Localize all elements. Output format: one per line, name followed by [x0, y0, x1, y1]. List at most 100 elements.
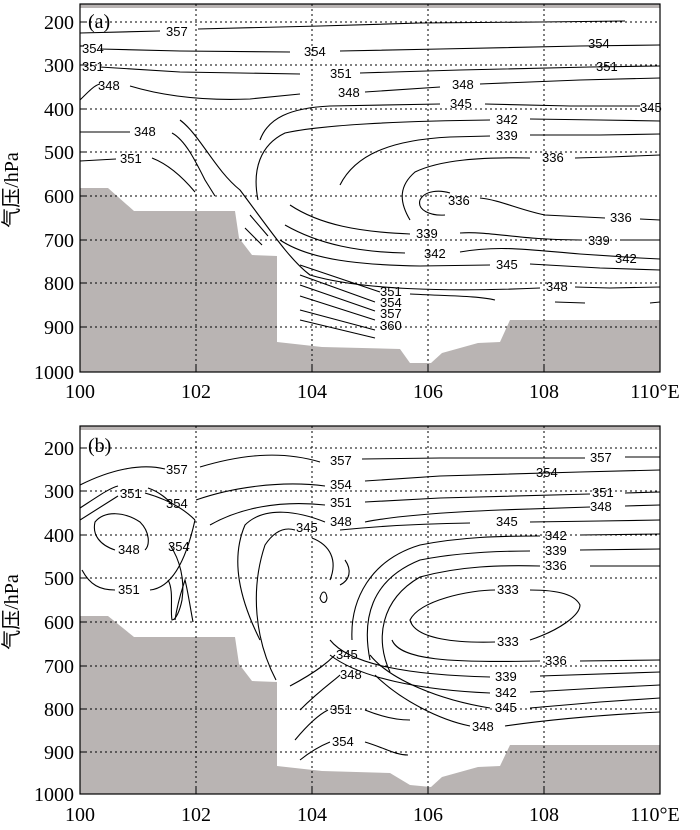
panel-a-label-342: 342	[496, 112, 518, 127]
panel-a-xtick-102: 102	[181, 381, 211, 403]
panel-a-label-357: 357	[166, 24, 188, 39]
panel-a-label-351-left: 351	[82, 59, 104, 74]
panel-a-label-348-c: 348	[452, 77, 474, 92]
panel-a-ytick-800: 800	[44, 273, 74, 295]
panel-b-ytick-900: 900	[44, 742, 74, 764]
panel-b-contour-333	[409, 589, 581, 643]
panel-b-label-357-b: 357	[330, 453, 352, 468]
panel-a-contour-354	[99, 44, 660, 53]
panel-b-xtick-100: 100	[65, 804, 95, 826]
panel-b-xtick-102: 102	[181, 804, 211, 826]
panel-a-label-351-right: 351	[596, 59, 618, 74]
panel-b-frame	[79, 425, 661, 795]
panel-b-label-354-c: 354	[166, 496, 188, 511]
panel-a-ytick-300: 300	[44, 55, 74, 77]
panel-a-x-axis	[195, 366, 545, 372]
panel-a-contour-336-inner	[419, 190, 660, 221]
panel-a-y-axis	[80, 21, 86, 328]
panel-a-label: (a)	[88, 11, 110, 33]
panel-a-ytick-400: 400	[44, 99, 74, 121]
panel-a-label-360: 360	[380, 318, 402, 333]
panel-a-contour-345	[259, 103, 640, 141]
panel-b-contour-342-low	[329, 654, 660, 694]
panel-b-label-339-b: 339	[495, 669, 517, 684]
panel-b-label-351-e: 351	[330, 702, 352, 717]
panel-a-label-345-right: 345	[640, 100, 662, 115]
panel-a-xtick-104: 104	[297, 381, 327, 403]
panel-a-label-351-e: 351	[380, 284, 402, 299]
panel-a-contour-339	[339, 133, 660, 186]
panel-b-label-348: 348	[330, 514, 352, 529]
panel-b-ytick-1000: 1000	[34, 784, 74, 806]
panel-b-label-351: 351	[120, 486, 142, 501]
panel-b-label-336-b: 336	[545, 653, 567, 668]
panel-b-contour-mid	[311, 537, 350, 586]
panel-a-contour-339-lower	[289, 204, 660, 241]
panel-a-grid	[80, 4, 660, 372]
panel-a-xtick-110: 110°E	[630, 381, 679, 403]
panel-b-label-342-b: 342	[495, 685, 517, 700]
panel-a-label-348-b: 348	[338, 85, 360, 100]
panel-b-label-348-e: 348	[118, 542, 140, 557]
panel-b-label-354-d: 354	[168, 539, 190, 554]
panel-a-ylabel: 气压/hPa	[0, 152, 23, 228]
panel-a-label-339: 339	[496, 128, 518, 143]
panel-b-ytick-800: 800	[44, 699, 74, 721]
panel-a-xtick-108: 108	[529, 381, 559, 403]
panel-a-xtick-106: 106	[413, 381, 443, 403]
panel-b-label-348-d: 348	[472, 719, 494, 734]
panel-a-top-strip	[80, 4, 660, 8]
panel-a-contour-342-lower	[284, 224, 660, 260]
panel-b-label-357-c: 357	[590, 450, 612, 465]
panel-a-contour-labels: 357 354 354 354 351 351 351 348 348 348 …	[82, 24, 662, 333]
panel-a: 357 354 354 354 351 351 351 348 348 348 …	[0, 3, 680, 403]
panel-b-label-348-b: 348	[590, 499, 612, 514]
panel-a-label-342-b: 342	[424, 246, 446, 261]
panel-a-contour-351-mid	[244, 214, 381, 293]
panel-a-label-345: 345	[450, 96, 472, 111]
panel-a-contour-345-lower	[279, 239, 660, 271]
panel-b-contour-351	[80, 491, 660, 526]
panel-a-contour-357	[80, 20, 626, 34]
panel-a-xtick-100: 100	[65, 381, 95, 403]
panel-a-ytick-900: 900	[44, 317, 74, 339]
panel-b-contour-357	[80, 454, 660, 486]
panel-a-label-336-b: 336	[448, 193, 470, 208]
panel-a-frame	[79, 3, 661, 373]
panel-b-label-348-c: 348	[340, 667, 362, 682]
panel-b-ytick-300: 300	[44, 481, 74, 503]
panel-a-ytick-600: 600	[44, 186, 74, 208]
panel-a-label-348-e: 348	[134, 124, 156, 139]
panel-b-contour-339-low	[329, 639, 660, 678]
panel-b-contour-345	[255, 519, 660, 681]
panel-b-ytick-400: 400	[44, 525, 74, 547]
panel-b-label-351-d: 351	[118, 582, 140, 597]
panel-a-terrain	[80, 188, 660, 372]
panel-b-contour-342	[351, 533, 660, 641]
panel-b-xtick-110: 110°E	[630, 804, 679, 826]
panel-a-ytick-1000: 1000	[34, 362, 74, 384]
panel-b-contour-small	[319, 591, 328, 604]
panel-a-label-351-d: 351	[120, 151, 142, 166]
panel-a-ytick-500: 500	[44, 142, 74, 164]
panel-a-label-357-e: 357	[380, 306, 402, 321]
panel-b-contour-labels: 357 357 357 354 354 354 351 351 351 348 …	[118, 450, 614, 749]
panel-b-x-axis	[195, 788, 545, 794]
panel-b-label-333-b: 333	[497, 634, 519, 649]
panel-a-label-348-d: 348	[546, 279, 568, 294]
panel-a-label-348: 348	[98, 78, 120, 93]
panel-b-contour-354	[80, 469, 660, 509]
panel-b-top-strip	[80, 426, 660, 430]
panel-a-contour-336	[401, 154, 660, 221]
panel-b-contour-336-low	[391, 639, 660, 663]
panel-a-label-336: 336	[542, 150, 564, 165]
panel-b-label-354-b: 354	[536, 465, 558, 480]
panel-b-label: (b)	[88, 435, 111, 457]
panel-b-contour-peak	[174, 577, 194, 623]
panel-b-label-354: 354	[330, 477, 352, 492]
panel-b-xtick-108: 108	[529, 804, 559, 826]
panel-b-label-345: 345	[296, 520, 318, 535]
panel-a-contour-348-lower	[179, 119, 660, 291]
panel-a-label-351: 351	[330, 66, 352, 81]
panel-a-contour-351	[99, 65, 660, 75]
